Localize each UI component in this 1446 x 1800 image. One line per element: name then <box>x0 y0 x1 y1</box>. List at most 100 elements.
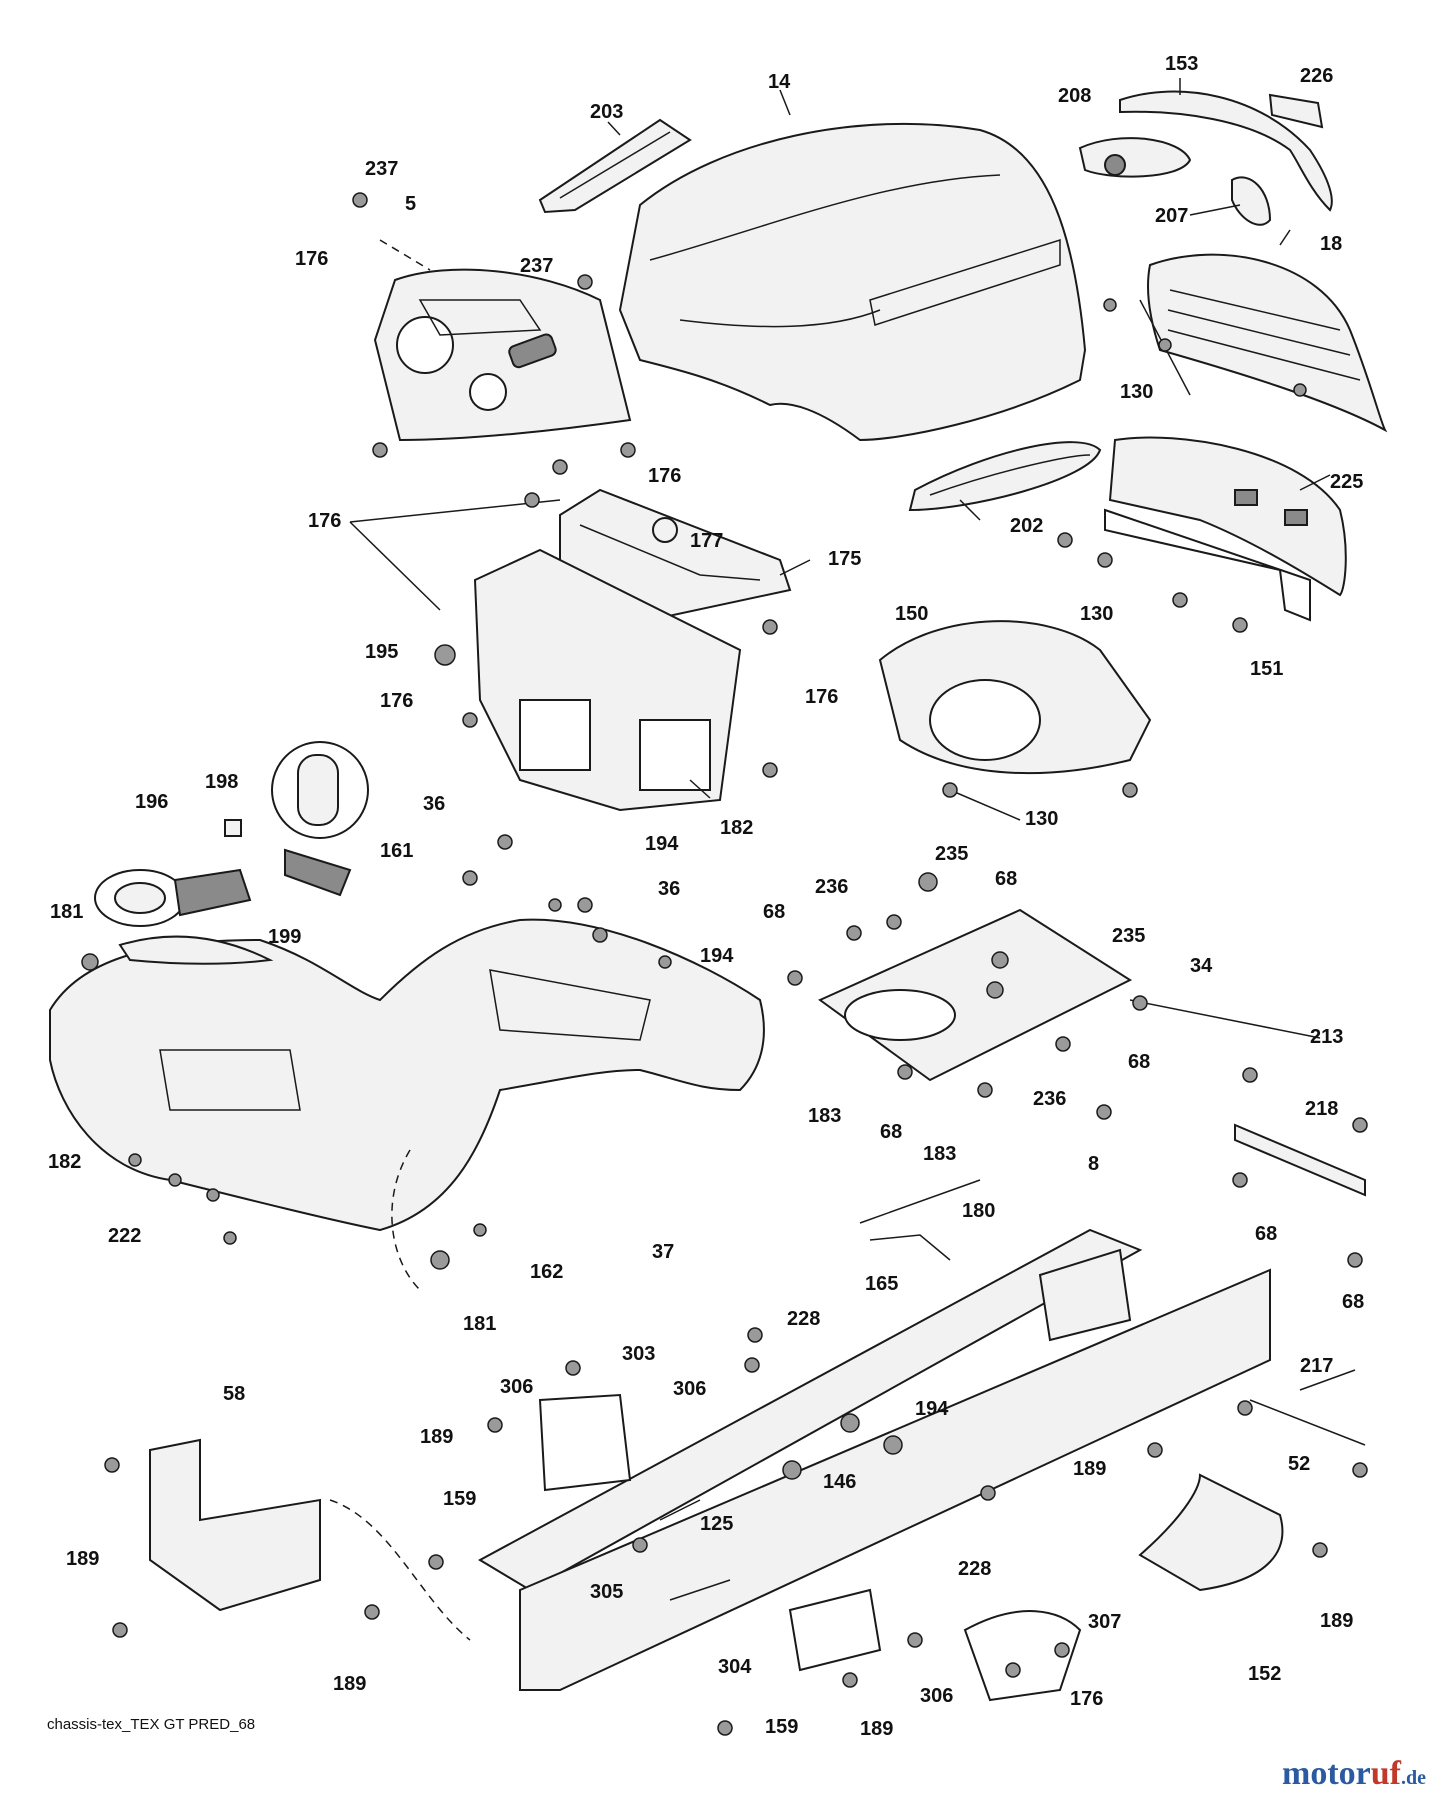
callout-182: 182 <box>48 1151 81 1173</box>
callout-125: 125 <box>700 1513 733 1535</box>
callout-217: 217 <box>1300 1355 1333 1377</box>
brand-logo[interactable]: motoruf.de <box>1282 1755 1426 1793</box>
callout-208: 208 <box>1058 85 1091 107</box>
brand-part-1: motor <box>1282 1755 1371 1792</box>
hood-part-14 <box>618 122 1087 442</box>
housing-182 <box>473 548 742 812</box>
bracket-304 <box>788 1588 882 1672</box>
callout-161: 161 <box>380 840 413 862</box>
shroud-150 <box>878 620 1152 775</box>
callout-18: 18 <box>1320 233 1342 255</box>
dash-panel-5 <box>373 268 632 442</box>
callout-306: 306 <box>920 1685 953 1707</box>
callout-176: 176 <box>295 248 328 270</box>
callout-68: 68 <box>1128 1051 1150 1073</box>
plate-152 <box>1138 1473 1284 1592</box>
callout-189: 189 <box>860 1718 893 1740</box>
front-panel-225 <box>1108 436 1347 597</box>
callout-152: 152 <box>1248 1663 1281 1685</box>
callout-153: 153 <box>1165 53 1198 75</box>
callout-305: 305 <box>590 1581 623 1603</box>
callout-202: 202 <box>1010 515 1043 537</box>
callout-176: 176 <box>380 690 413 712</box>
callout-194: 194 <box>700 945 734 967</box>
callout-68: 68 <box>763 901 785 923</box>
callout-162: 162 <box>530 1261 563 1283</box>
callout-218: 218 <box>1305 1098 1338 1120</box>
callout-176: 176 <box>648 465 681 487</box>
callout-189: 189 <box>66 1548 99 1570</box>
callout-198: 198 <box>205 771 238 793</box>
lens-208 <box>1078 137 1192 178</box>
bracket-58 <box>149 1438 321 1612</box>
callout-labels: 14 153 226 208 203 237 5 237 176 207 18 … <box>48 53 1364 1740</box>
callout-236: 236 <box>815 876 848 898</box>
callout-146: 146 <box>823 1471 856 1493</box>
callout-189: 189 <box>420 1426 453 1448</box>
callout-159: 159 <box>443 1488 476 1510</box>
callout-68: 68 <box>1342 1291 1364 1313</box>
engine-plate-34 <box>818 908 1133 1082</box>
callout-37: 37 <box>652 1241 674 1263</box>
rod-165 <box>869 1234 951 1261</box>
harness-route-2 <box>391 1149 421 1291</box>
leader-lines <box>349 78 1356 1601</box>
callout-203: 203 <box>590 101 623 123</box>
callout-237: 237 <box>365 158 398 180</box>
callout-181: 181 <box>463 1313 496 1335</box>
callout-225: 225 <box>1330 471 1363 493</box>
callout-199: 199 <box>268 926 301 948</box>
callout-176: 176 <box>308 510 341 532</box>
callout-207: 207 <box>1155 205 1188 227</box>
callout-228: 228 <box>958 1558 991 1580</box>
rod-217 <box>1249 1399 1366 1446</box>
callout-196: 196 <box>135 791 168 813</box>
brand-part-2: uf <box>1370 1755 1401 1792</box>
callout-14: 14 <box>768 71 791 93</box>
callout-222: 222 <box>108 1225 141 1247</box>
bezel-196 <box>94 868 252 927</box>
fender-part-37 <box>49 918 765 1232</box>
callout-226: 226 <box>1300 65 1333 87</box>
callout-228: 228 <box>787 1308 820 1330</box>
callout-5: 5 <box>405 193 416 215</box>
callout-150: 150 <box>895 603 928 625</box>
callout-130: 130 <box>1080 603 1113 625</box>
callout-189: 189 <box>1073 1458 1106 1480</box>
harness-route-1 <box>329 1499 471 1641</box>
callout-159: 159 <box>765 1716 798 1738</box>
callout-194: 194 <box>915 1398 949 1420</box>
grille-insert-203 <box>538 118 692 214</box>
callout-237: 237 <box>520 255 553 277</box>
callout-189: 189 <box>1320 1610 1353 1632</box>
callout-175: 175 <box>828 548 861 570</box>
emblem-226 <box>1268 93 1324 129</box>
callout-36: 36 <box>658 878 680 900</box>
callout-307: 307 <box>1088 1611 1121 1633</box>
callout-8: 8 <box>1088 1153 1099 1175</box>
callout-68: 68 <box>1255 1223 1277 1245</box>
callout-130: 130 <box>1025 808 1058 830</box>
cover-307 <box>963 1610 1082 1702</box>
callout-306: 306 <box>500 1376 533 1398</box>
brand-part-3: .de <box>1401 1767 1426 1789</box>
callout-176: 176 <box>1070 1688 1103 1710</box>
bracket-303 <box>538 1393 632 1492</box>
callout-182: 182 <box>720 817 753 839</box>
callout-151: 151 <box>1250 658 1283 680</box>
callout-181: 181 <box>50 901 83 923</box>
diagram-code-label: chassis-tex_TEX GT PRED_68 <box>47 1716 256 1733</box>
hardware-fasteners <box>81 192 1368 1736</box>
callout-58: 58 <box>223 1383 245 1405</box>
knob-198 <box>224 819 242 837</box>
callout-130: 130 <box>1120 381 1153 403</box>
callout-235: 235 <box>935 843 968 865</box>
callout-189: 189 <box>333 1673 366 1695</box>
callout-303: 303 <box>622 1343 655 1365</box>
callout-183: 183 <box>923 1143 956 1165</box>
callout-236: 236 <box>1033 1088 1066 1110</box>
handle-202 <box>908 441 1102 512</box>
callout-195: 195 <box>365 641 398 663</box>
callout-177: 177 <box>690 530 723 552</box>
